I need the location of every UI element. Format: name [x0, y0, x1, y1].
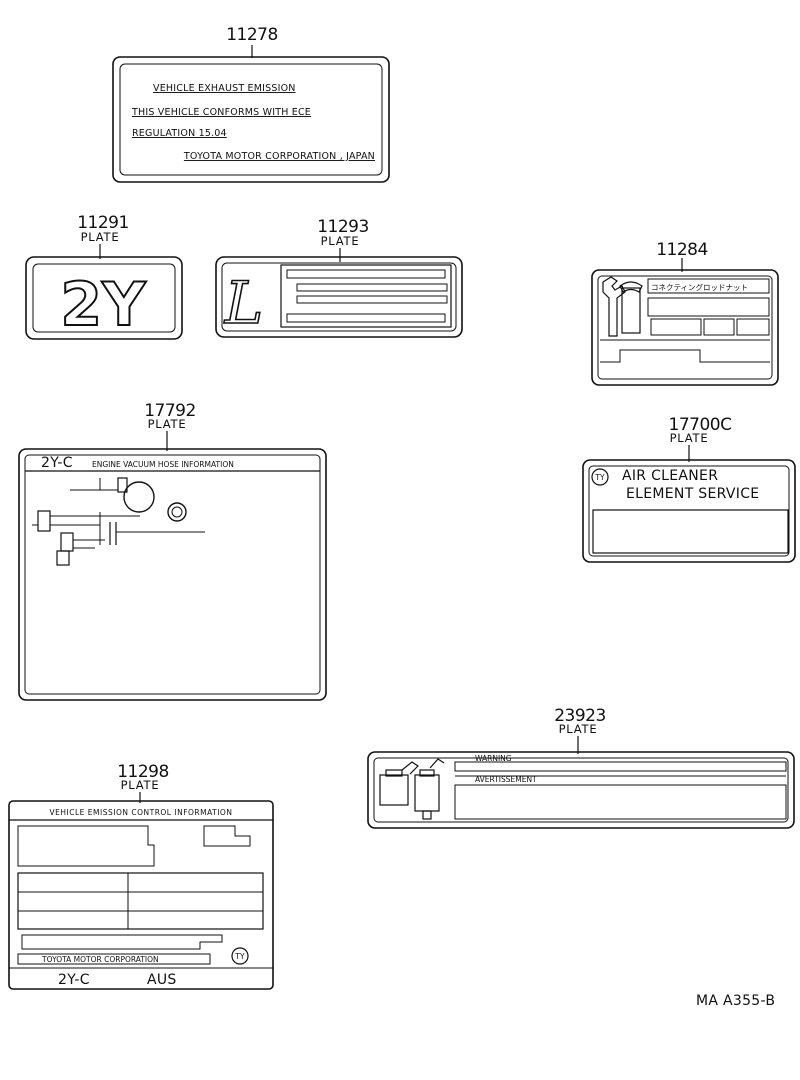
air-cleaner-label-outer [582, 459, 796, 563]
vacuum-hose-schematic [32, 477, 205, 566]
filter-icon [379, 758, 445, 820]
part-number-11291: 11291 [77, 213, 129, 233]
avertissement-text: AVERTISSEMENT [475, 775, 537, 784]
plate-label-11298: PLATE [121, 778, 160, 792]
part-number-11278: 11278 [226, 25, 278, 45]
plate-label-23923: PLATE [559, 722, 598, 736]
svg-text:TY: TY [234, 952, 245, 961]
vacuum-hose-header: ENGINE VACUUM HOSE INFORMATION [92, 460, 234, 469]
part-11298: 11298 PLATE VEHICLE EMISSION CONTROL INF… [8, 762, 274, 990]
emission-label-inner [119, 63, 383, 176]
emission-line-3: REGULATION 15.04 [132, 128, 227, 139]
plate-label-17792: PLATE [148, 417, 187, 431]
emission-line-2: THIS VEHICLE CONFORMS WITH ECE [131, 107, 311, 118]
part-11284: 11284 コネクティングロッドナット [591, 240, 779, 386]
part-number-17792: 17792 [144, 401, 196, 421]
emission-control-maker: TOYOTA MOTOR CORPORATION [41, 955, 159, 964]
toyota-logo-icon: TY [591, 468, 609, 486]
part-23923: 23923 PLATE WARNING AVERTISSEMENT [367, 706, 795, 829]
conrod-nut-text: コネクティングロッドナット [651, 282, 748, 292]
air-cleaner-line-2: ELEMENT SERVICE [626, 486, 759, 502]
part-number-11298: 11298 [117, 762, 169, 782]
emission-control-header: VEHICLE EMISSION CONTROL INFORMATION [50, 808, 233, 817]
plate-2y-outer [25, 256, 183, 340]
part-number-11293: 11293 [317, 217, 369, 237]
plate-l-outer [215, 256, 463, 338]
plate-label-17700c: PLATE [670, 431, 709, 445]
toyota-logo-icon: TY [231, 947, 249, 965]
part-number-11284: 11284 [656, 240, 708, 260]
emission-control-model: 2Y-C [58, 972, 90, 988]
air-cleaner-line-1: AIR CLEANER [622, 468, 718, 484]
wrench-icon [602, 276, 643, 337]
emission-label-outer [112, 56, 390, 183]
emission-line-1: VEHICLE EXHAUST EMISSION [153, 83, 296, 94]
plate-l-letter: L [224, 269, 264, 337]
part-11278: 11278 VEHICLE EXHAUST EMISSION THIS VEHI… [112, 25, 390, 183]
plate-label-11293: PLATE [321, 234, 360, 248]
plate-2y-text: 2Y [60, 270, 147, 340]
warning-label-outer [367, 751, 795, 829]
conrod-label-outer [591, 269, 779, 386]
part-11293: 11293 PLATE L [215, 217, 463, 338]
emission-control-market: AUS [147, 972, 177, 988]
warning-text: WARNING [475, 754, 512, 763]
svg-text:TY: TY [594, 473, 605, 482]
emission-control-label-outer [8, 800, 274, 990]
diagram-code: MA A355-B [696, 993, 775, 1009]
part-17700c: 17700C PLATE TY AIR CLEANER ELEMENT SERV… [582, 415, 796, 563]
vacuum-hose-label-outer [18, 448, 327, 701]
part-number-23923: 23923 [554, 706, 606, 726]
part-number-17700c: 17700C [669, 415, 732, 435]
vacuum-hose-model: 2Y-C [41, 455, 73, 471]
part-17792: 17792 PLATE 2Y-C ENGINE VACUUM HOSE INFO… [18, 401, 327, 701]
emission-line-4: TOYOTA MOTOR CORPORATION , JAPAN [183, 151, 375, 162]
part-11291: 11291 PLATE 2Y [25, 213, 183, 341]
plate-label-11291: PLATE [81, 230, 120, 244]
